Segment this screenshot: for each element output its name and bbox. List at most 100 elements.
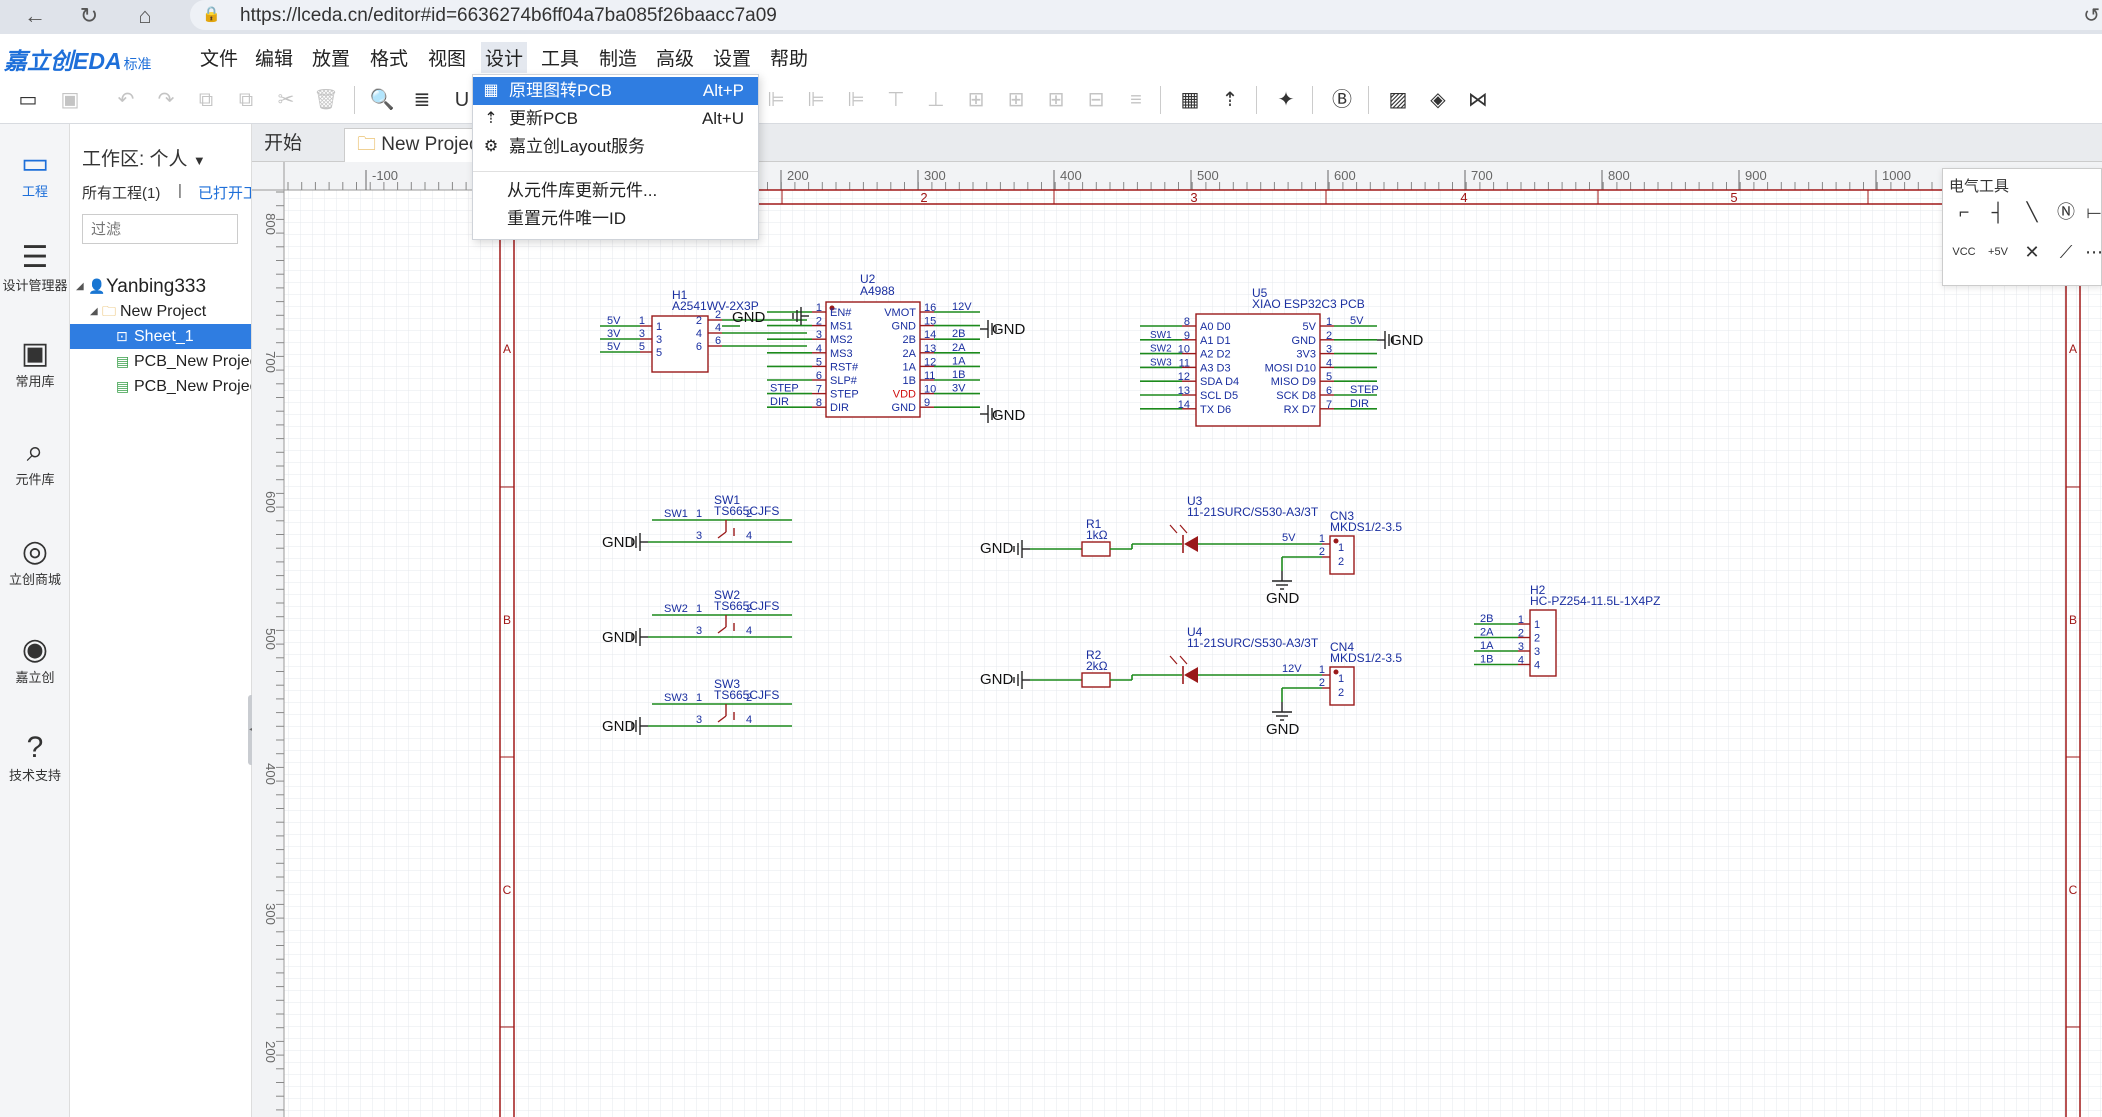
electric-tools-title: 电气工具 [1949,178,2010,195]
menu-10[interactable]: 帮助 [770,49,809,70]
pin-number: 2 [746,508,752,520]
pin-number: 13 [1178,385,1190,397]
tree-item[interactable]: ◢👤Yanbing333 [70,274,251,299]
save-icon[interactable]: ▣ [60,89,80,111]
cut-icon[interactable]: ✂ [277,89,295,111]
rail-item-component-library[interactable]: ⌕元件库 [0,432,70,488]
rail-item-design-manager[interactable]: ☰设计管理器 [0,238,70,294]
expand-arrow-icon[interactable]: ◢ [76,281,84,292]
reload-icon[interactable]: ↻ [79,3,99,28]
url-text[interactable]: https://lceda.cn/editor#id=6636274b6ff04… [240,5,777,26]
wire-icon[interactable]: ⌐ [1958,202,1970,222]
filter-input[interactable] [82,214,238,244]
toolbar-separator [1256,86,1257,114]
menu-7[interactable]: 制造 [599,49,638,70]
line-icon[interactable]: ╲ [2026,202,2038,222]
gnd-label: GND [980,540,1014,557]
rail-item-support[interactable]: ?技术支持 [0,728,70,784]
menu-item-reset-unique-id[interactable]: 重置元件唯一ID [473,205,758,233]
pin-name: 2 [696,315,702,327]
zoom-icon[interactable]: 🔍 [369,89,395,111]
expand-arrow-icon[interactable]: ◢ [90,306,98,317]
rail-item-project[interactable]: ▭工程 [0,144,70,200]
update-pcb-tool-icon[interactable]: ⇡ [1221,89,1239,111]
align-right-icon[interactable]: ⊫ [807,89,825,111]
menu-3[interactable]: 格式 [370,49,409,70]
probe-icon[interactable]: ⟋ [2059,242,2073,262]
no-connect-icon[interactable]: ✕ [2024,242,2040,262]
net-flag-icon[interactable]: ⟝ [2086,202,2102,222]
delete-icon[interactable]: 🗑 [313,89,339,111]
menu-5[interactable]: 设计 [481,42,528,73]
paste-icon[interactable]: ⧉ [238,89,254,111]
extension-icon[interactable]: ↺ [2083,5,2100,27]
menu-item-update-from-library[interactable]: 从元件库更新元件... [473,177,758,205]
tree-item[interactable]: ▤PCB_New Project [70,374,251,399]
undo-icon[interactable]: ↶ [117,89,135,111]
align-bottom-icon[interactable]: ⊥ [927,89,945,111]
menu-item-layout-service[interactable]: ⚙嘉立创Layout服务 [473,133,758,161]
grid-icon[interactable]: ⊟ [1087,89,1105,111]
rail-item-lcsc-mall[interactable]: ◎立创商城 [0,532,70,588]
tree-item[interactable]: ▤PCB_New Project [70,349,251,374]
address-bar[interactable]: 🔒 https://lceda.cn/editor#id=6636274b6ff… [190,0,2102,30]
menu-item-label: 重置元件唯一ID [507,209,626,228]
home-icon[interactable]: ⌂ [138,3,152,28]
back-icon[interactable]: ← [24,3,46,28]
redo-icon[interactable]: ↷ [157,89,175,111]
menu-6[interactable]: 工具 [541,49,580,70]
arrange-icon[interactable]: ≡ [1130,89,1142,111]
vcc-icon[interactable]: VCC [1952,246,1976,258]
tab-start[interactable]: 开始 [264,133,303,154]
pin-number: 1 [1319,533,1325,545]
find-icon[interactable]: ≣ [413,89,431,111]
frame-col-label: 2 [920,190,927,205]
plus5v-icon[interactable]: +5V [1988,246,2008,258]
gnd-label: GND [732,309,766,326]
project-icon: ▭ [20,147,50,180]
tab-new-project[interactable]: 🗀 New Project [344,128,497,162]
rail-item-jlc[interactable]: ◉嘉立创 [0,630,70,686]
pcb-convert-tool-icon[interactable]: ▦ [1180,89,1200,111]
magic-tool-icon[interactable]: ✦ [1277,89,1295,111]
toolbar-separator [354,86,355,114]
tab-all-projects[interactable]: 所有工程(1) [82,185,161,202]
tab-opened-projects[interactable]: 已打开工程 [198,185,251,202]
ruler-label: 400 [1060,168,1082,183]
image-export-icon[interactable]: ▨ [1388,89,1408,111]
tree-item[interactable]: ◢🗀New Project [70,299,251,324]
menu-4[interactable]: 视图 [428,49,467,70]
bus-entry-icon[interactable]: ┤ [1991,202,2005,222]
align-middle-icon[interactable]: ⊞ [967,89,985,111]
pin-name: 5V [1303,321,1317,333]
distribute-h-icon[interactable]: ⊞ [1007,89,1025,111]
net-label-icon[interactable]: Ⓝ [2057,202,2075,222]
align-left-icon[interactable]: ⊫ [767,89,785,111]
rail-item-common-library[interactable]: ▣常用库 [0,334,70,390]
share-icon[interactable]: ⋈ [1468,89,1488,111]
layers-icon[interactable]: ◈ [1430,89,1446,111]
text-tool-icon[interactable]: U [454,89,470,111]
copy-icon[interactable]: ⧉ [198,89,214,111]
bom-icon[interactable]: Ⓑ [1332,89,1352,111]
distribute-v-icon[interactable]: ⊞ [1047,89,1065,111]
menu-1[interactable]: 编辑 [255,49,294,70]
pin-name: A3 D3 [1200,362,1231,374]
more-tools-icon[interactable]: ⋯ [2085,242,2102,262]
menu-8[interactable]: 高级 [656,49,695,70]
menu-9[interactable]: 设置 [713,49,752,70]
align-top-icon[interactable]: ⊤ [887,89,905,111]
menu-0[interactable]: 文件 [200,49,239,70]
menu-2[interactable]: 放置 [312,49,351,70]
align-center-icon[interactable]: ⊫ [847,89,865,111]
tree-item[interactable]: ⊡Sheet_1 [70,324,251,349]
net-label: STEP [1350,384,1379,396]
workspace-selector[interactable]: 工作区: 个人 ▼ [82,149,206,170]
pin-number: 9 [1184,330,1190,342]
open-folder-icon[interactable]: ▭ [18,89,38,111]
